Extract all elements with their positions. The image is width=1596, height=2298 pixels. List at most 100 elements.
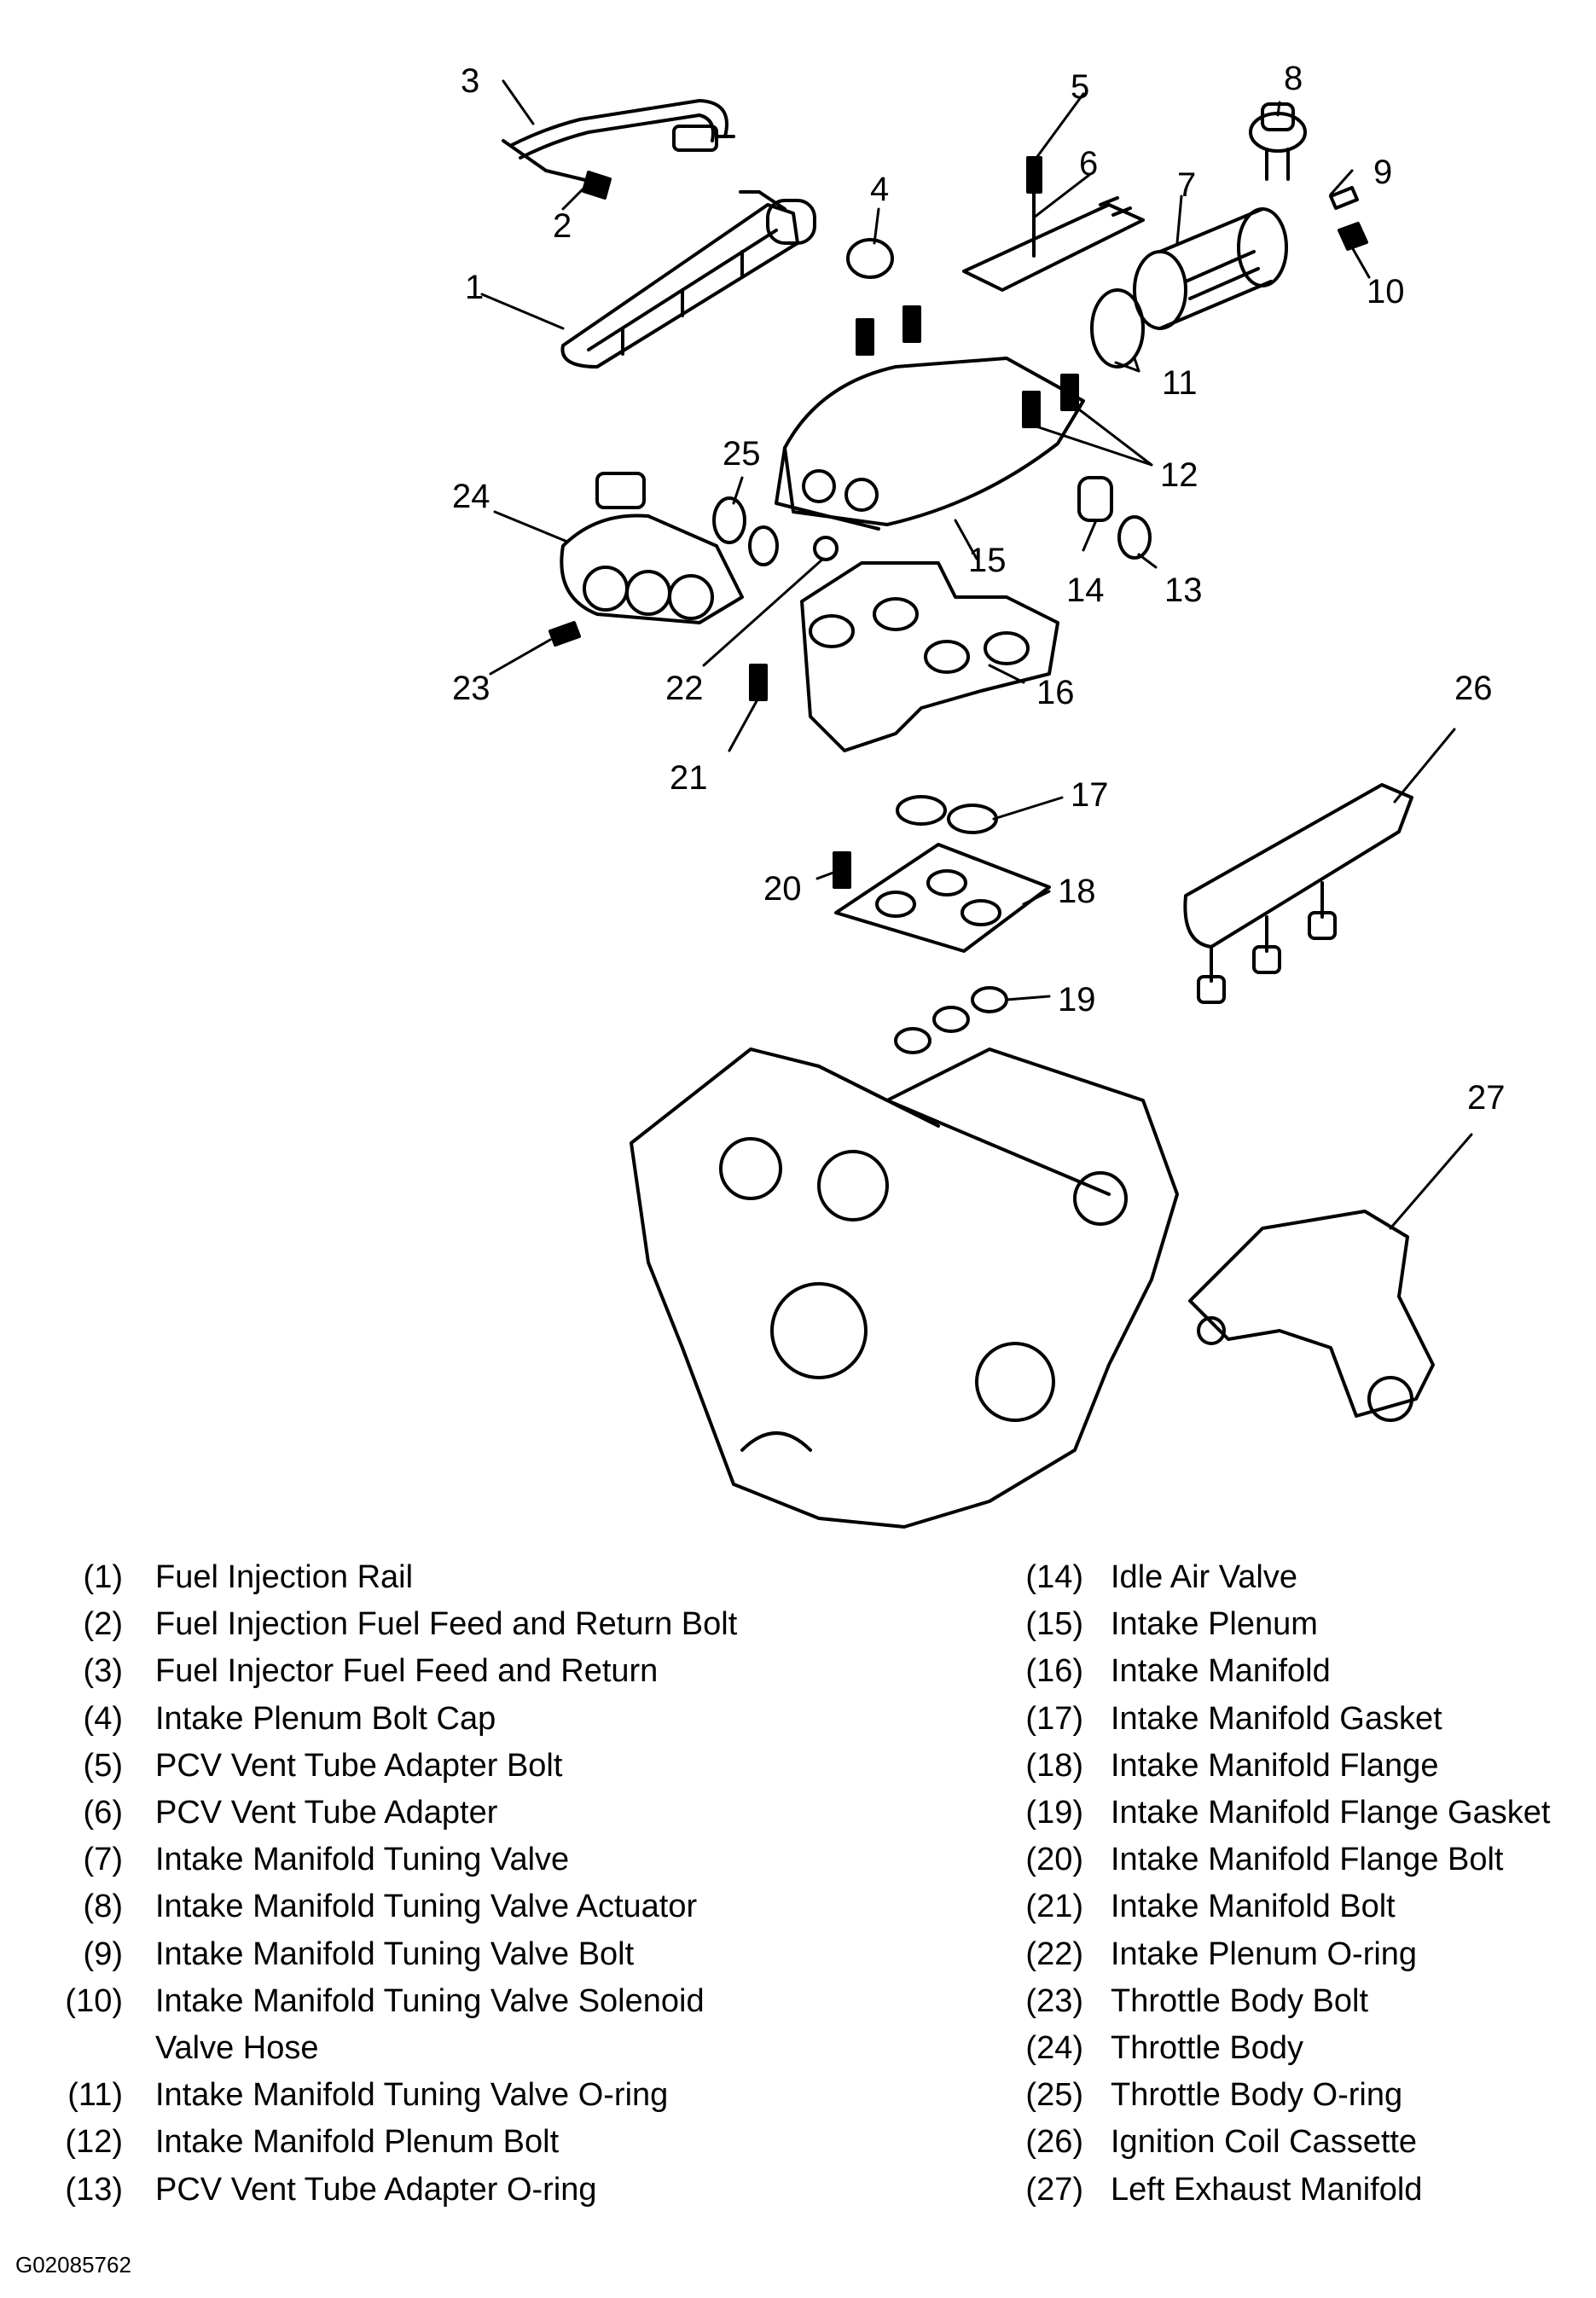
part-1-fuel-rail bbox=[560, 190, 816, 368]
legend-item: (27) Left Exhaust Manifold bbox=[981, 2167, 1595, 2214]
legend-item: (3) Fuel Injector Fuel Feed and Return bbox=[29, 1648, 976, 1695]
legend-item: (22) Intake Plenum O-ring bbox=[981, 1931, 1595, 1978]
legend-text: PCV Vent Tube Adapter O-ring bbox=[155, 2171, 597, 2208]
legend-text: Intake Manifold Tuning Valve Bolt bbox=[155, 1935, 635, 1972]
legend-number: (7) bbox=[83, 1842, 123, 1878]
legend-number: (20) bbox=[1025, 1842, 1083, 1878]
legend-item: (23) Throttle Body Bolt bbox=[981, 1978, 1595, 2025]
legend-item: (19) Intake Manifold Flange Gasket bbox=[981, 1790, 1595, 1837]
callout-14: 14 bbox=[1066, 572, 1105, 609]
legend-text: Intake Manifold Tuning Valve Actuator bbox=[155, 1889, 698, 1925]
legend-number: (12) bbox=[65, 2124, 123, 2161]
legend-item: (4) Intake Plenum Bolt Cap bbox=[29, 1696, 976, 1743]
callout-19: 19 bbox=[1058, 981, 1096, 1018]
part-15-intake-plenum bbox=[775, 357, 1085, 531]
legend-item: (14)Idle Air Valve bbox=[981, 1554, 1595, 1601]
legend-text: Left Exhaust Manifold bbox=[1111, 2171, 1423, 2208]
legend-number: (19) bbox=[1025, 1795, 1083, 1831]
part-5-6-pcv-adapter bbox=[962, 156, 1145, 292]
legend-item: (11) Intake Manifold Tuning Valve O-ring bbox=[29, 2072, 976, 2119]
callout-1: 1 bbox=[465, 269, 484, 306]
legend-text: Fuel Injection Fuel Feed and Return Bolt bbox=[155, 1606, 738, 1643]
part-18-20-flange bbox=[833, 843, 1051, 953]
callout-7: 7 bbox=[1177, 166, 1196, 204]
legend-left-column: (1) Fuel Injection Rail (2)Fuel Injection… bbox=[29, 1554, 976, 2214]
legend-number: (23) bbox=[1025, 1982, 1083, 2019]
callout-16: 16 bbox=[1036, 674, 1075, 711]
legend-item: (20) Intake Manifold Flange Bolt bbox=[981, 1837, 1595, 1883]
legend-text: Throttle Body Bolt bbox=[1111, 1982, 1369, 2019]
legend-number: (3) bbox=[83, 1653, 123, 1690]
legend-number: (4) bbox=[83, 1700, 123, 1737]
legend-number: (14) bbox=[1025, 1559, 1083, 1595]
legend-number: (25) bbox=[1025, 2077, 1083, 2114]
callout-4: 4 bbox=[870, 171, 889, 208]
part-12-plenum-bolts bbox=[856, 305, 1079, 428]
legend-item: (6)PCV Vent Tube Adapter bbox=[29, 1790, 976, 1837]
callout-22: 22 bbox=[665, 670, 704, 707]
legend-item: (26) Ignition Coil Cassette bbox=[981, 2119, 1595, 2166]
legend-item: (9) Intake Manifold Tuning Valve Bolt bbox=[29, 1931, 976, 1978]
legend-item: (2)Fuel Injection Fuel Feed and Return B… bbox=[29, 1601, 976, 1648]
legend-item: (24)Throttle Body bbox=[981, 2025, 1595, 2072]
callout-12: 12 bbox=[1160, 456, 1198, 494]
part-13-14-iac bbox=[1077, 476, 1152, 560]
callout-21: 21 bbox=[670, 759, 708, 797]
legend-item: (8) Intake Manifold Tuning Valve Actuator bbox=[29, 1883, 976, 1930]
legend-number: (1) bbox=[83, 1559, 123, 1595]
legend-text: Throttle Body bbox=[1111, 2030, 1303, 2067]
figure-id: G02085762 bbox=[15, 2252, 131, 2278]
part-17-gasket bbox=[896, 795, 998, 834]
legend-text: Intake Manifold Flange Gasket bbox=[1111, 1795, 1551, 1831]
callout-9: 9 bbox=[1373, 154, 1392, 191]
diagram-svg: 3 2 1 4 5 6 7 8 9 10 11 12 13 14 15 16 1… bbox=[452, 60, 1506, 1529]
callout-3: 3 bbox=[461, 62, 479, 100]
legend-text: Ignition Coil Cassette bbox=[1111, 2124, 1418, 2161]
part-4-bolt-cap bbox=[846, 238, 894, 279]
callout-labels: 3 2 1 4 5 6 7 8 9 10 11 12 13 14 15 16 1… bbox=[452, 60, 1506, 1117]
legend-item: (17)Intake Manifold Gasket bbox=[981, 1696, 1595, 1743]
engine-block bbox=[630, 1047, 1179, 1529]
legend-text: Intake Plenum bbox=[1111, 1606, 1318, 1643]
legend-number: (21) bbox=[1025, 1889, 1083, 1925]
legend-number: (9) bbox=[83, 1935, 123, 1972]
callout-10: 10 bbox=[1367, 273, 1405, 310]
callout-24: 24 bbox=[452, 478, 490, 515]
legend-text: Fuel Injection Rail bbox=[155, 1559, 414, 1595]
legend-text: Intake Plenum O-ring bbox=[1111, 1935, 1418, 1972]
callout-26: 26 bbox=[1454, 670, 1493, 707]
legend-number: (8) bbox=[83, 1889, 123, 1925]
legend-number: (26) bbox=[1025, 2124, 1083, 2161]
legend-item: (16) Intake Manifold bbox=[981, 1648, 1595, 1695]
legend-text: Intake Plenum Bolt Cap bbox=[155, 1700, 496, 1737]
legend-number: (10) bbox=[65, 1982, 123, 2019]
legend-item: (10) Intake Manifold Tuning Valve Solenoi… bbox=[29, 1978, 976, 2072]
legend-number: (22) bbox=[1025, 1935, 1083, 1972]
legend-number: (11) bbox=[67, 2077, 123, 2114]
callout-6: 6 bbox=[1079, 145, 1098, 183]
part-3-fuel-feed-return bbox=[502, 99, 735, 172]
callout-27: 27 bbox=[1467, 1079, 1506, 1117]
legend-text: Intake Manifold Flange Bolt bbox=[1111, 1842, 1504, 1878]
legend-number: (18) bbox=[1025, 1747, 1083, 1784]
legend-item: (1) Fuel Injection Rail bbox=[29, 1554, 976, 1601]
legend-text: PCV Vent Tube Adapter bbox=[155, 1795, 498, 1831]
legend-text: Intake Manifold Tuning Valve Solenoid Va… bbox=[155, 1982, 705, 2067]
part-22-25-throttle bbox=[548, 472, 839, 647]
legend-item: (13)PCV Vent Tube Adapter O-ring bbox=[29, 2167, 976, 2214]
part-11-o-ring bbox=[1090, 288, 1145, 368]
part-27-exhaust-manifold bbox=[1188, 1210, 1435, 1422]
legend-number: (27) bbox=[1025, 2171, 1083, 2208]
legend-item: (15) Intake Plenum bbox=[981, 1601, 1595, 1648]
legend-text: Intake Manifold bbox=[1111, 1653, 1331, 1690]
legend-text: Fuel Injector Fuel Feed and Return bbox=[155, 1653, 659, 1690]
legend-number: (17) bbox=[1025, 1700, 1083, 1737]
callout-18: 18 bbox=[1058, 873, 1096, 910]
legend-number: (15) bbox=[1025, 1606, 1083, 1643]
legend-text: Intake Manifold Tuning Valve O-ring bbox=[155, 2077, 669, 2114]
legend-text: Intake Manifold Flange bbox=[1111, 1747, 1439, 1784]
callout-17: 17 bbox=[1071, 776, 1109, 814]
legend-item: (18) Intake Manifold Flange bbox=[981, 1743, 1595, 1790]
legend-number: (16) bbox=[1025, 1653, 1083, 1690]
legend-item: (12)Intake Manifold Plenum Bolt bbox=[29, 2119, 976, 2166]
